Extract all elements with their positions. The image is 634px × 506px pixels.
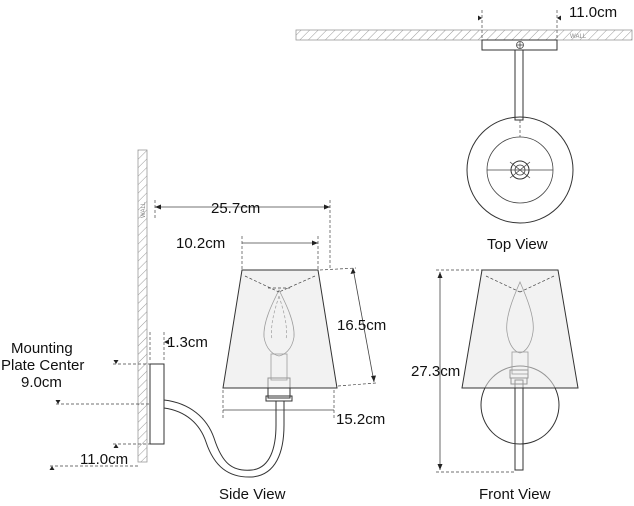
dim-mounting-label-1: Mounting [11,340,73,357]
side-shade [222,269,338,389]
front-view: 27.3cm Front View [411,269,579,503]
top-wall-label: WALL [570,34,587,40]
top-shade-outer [466,116,574,224]
dim-overall-height: 27.3cm [411,363,460,380]
dim-backplate-height: 11.0cm [80,451,128,468]
dim-shade-top: 10.2cm [176,235,225,252]
dim-top-backplate: 11.0cm [569,4,617,21]
front-stem [514,379,524,471]
side-arm [163,399,277,471]
dim-plate-projection: 1.3cm [167,334,208,351]
front-view-label: Front View [479,486,551,503]
dim-overall-projection: 25.7cm [211,200,260,217]
side-wall-label: WALL [141,201,147,218]
side-view: WALL 25.7cm 10.2cm [1,149,386,503]
side-view-label: Side View [219,486,286,503]
side-backplate [149,363,165,445]
top-view: WALL 11.0cm Top View [295,4,633,253]
dim-shade-bottom: 15.2cm [336,411,385,428]
front-shade [461,269,579,389]
dim-mounting-value: 9.0cm [21,374,62,391]
side-wall [137,149,148,463]
dim-mounting-label-2: Plate Center [1,357,84,374]
dim-shade-height: 16.5cm [337,317,386,334]
top-view-label: Top View [487,236,548,253]
top-wall [295,29,633,41]
